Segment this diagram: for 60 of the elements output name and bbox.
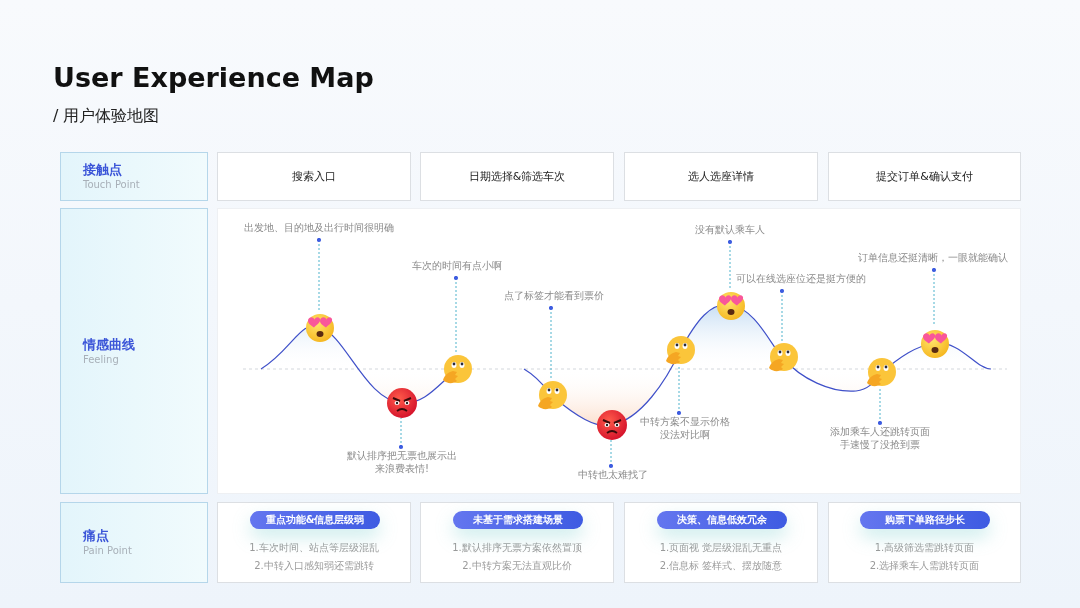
row-header bbox=[60, 502, 208, 583]
touch-point-card bbox=[828, 152, 1021, 201]
touch-point-text: 选人选座详情 bbox=[688, 169, 754, 184]
subtitle: / 用户体验地图 bbox=[53, 106, 160, 127]
pain-point-card bbox=[420, 502, 614, 583]
row-header-title: 痛点 bbox=[83, 528, 109, 544]
leader-line bbox=[877, 387, 883, 426]
leader-line bbox=[779, 288, 785, 342]
pain-point-card bbox=[828, 502, 1021, 583]
pain-point-tag: 购票下单路径步长 bbox=[860, 511, 990, 529]
pain-point-text: 1.车次时间、站点等层级混乱 bbox=[249, 541, 379, 555]
pain-point-text: 2.中转方案无法直观比价 bbox=[462, 559, 572, 573]
touch-point-card bbox=[624, 152, 818, 201]
pain-point-card bbox=[217, 502, 411, 583]
touch-point-text: 提交订单&确认支付 bbox=[876, 169, 973, 184]
pain-point-text: 2.中转入口感知弱还需跳转 bbox=[254, 559, 374, 573]
user-comment: 中转方案不显示价格没法对比啊 bbox=[638, 415, 732, 441]
pain-point-text: 1.页面视 觉层级混乱无重点 bbox=[659, 541, 783, 555]
touch-point-text: 日期选择&筛选车次 bbox=[468, 169, 566, 184]
pain-point-tag: 决策、信息低效冗余 bbox=[657, 511, 787, 529]
pain-point-card bbox=[624, 502, 818, 583]
user-comment: 订单信息还挺清晰，一眼就能确认 bbox=[848, 251, 1018, 264]
leader-line bbox=[608, 439, 614, 469]
leader-line bbox=[548, 305, 554, 380]
user-comment: 车次的时间有点小啊 bbox=[407, 259, 507, 272]
row-header-subtitle: Feeling bbox=[83, 352, 119, 366]
feeling-panel bbox=[217, 208, 1021, 494]
pain-point-text: 1.高级筛选需跳转页面 bbox=[874, 541, 975, 555]
leader-line bbox=[676, 365, 682, 416]
user-comment: 出发地、目的地及出行时间很明确 bbox=[234, 221, 404, 234]
leader-line bbox=[453, 275, 459, 354]
leader-line bbox=[398, 417, 404, 450]
title: User Experience Map bbox=[53, 62, 374, 93]
pain-point-tag: 重点功能&信息层级弱 bbox=[250, 511, 380, 529]
thinking-emoji-icon bbox=[441, 354, 473, 386]
thinking-emoji-icon bbox=[536, 380, 568, 412]
row-header-title: 情感曲线 bbox=[83, 336, 135, 353]
user-comment: 添加乘车人还跳转页面手速慢了没抢到票 bbox=[828, 425, 932, 451]
leader-line bbox=[727, 239, 733, 289]
leader-line bbox=[316, 237, 322, 311]
touch-point-text: 搜索入口 bbox=[292, 169, 336, 184]
row-header-subtitle: Touch Point bbox=[83, 178, 140, 191]
touch-point-card bbox=[217, 152, 411, 201]
touch-point-card bbox=[420, 152, 614, 201]
row-header bbox=[60, 208, 208, 494]
user-comment: 可以在线选座位还是挺方便的 bbox=[726, 272, 876, 285]
pain-point-text: 2.信息标 签样式、摆放随意 bbox=[659, 559, 783, 573]
user-comment: 默认排序把无票也展示出来浪费表情! bbox=[345, 449, 459, 475]
thinking-emoji-icon bbox=[865, 357, 897, 389]
pain-point-text: 1.默认排序无票方案依然置顶 bbox=[452, 541, 582, 555]
user-comment: 没有默认乘车人 bbox=[685, 223, 775, 236]
user-comment: 点了标签才能看到票价 bbox=[494, 289, 614, 302]
thinking-emoji-icon bbox=[767, 342, 799, 374]
leader-line bbox=[931, 267, 937, 327]
user-comment: 中转也太难找了 bbox=[568, 468, 658, 481]
pain-point-text: 2.选择乘车人需跳转页面 bbox=[869, 559, 980, 573]
row-header-subtitle: Pain Point bbox=[83, 544, 132, 557]
row-header-title: 接触点 bbox=[83, 162, 122, 178]
pain-point-tag: 未基于需求搭建场景 bbox=[453, 511, 583, 529]
row-header bbox=[60, 152, 208, 201]
